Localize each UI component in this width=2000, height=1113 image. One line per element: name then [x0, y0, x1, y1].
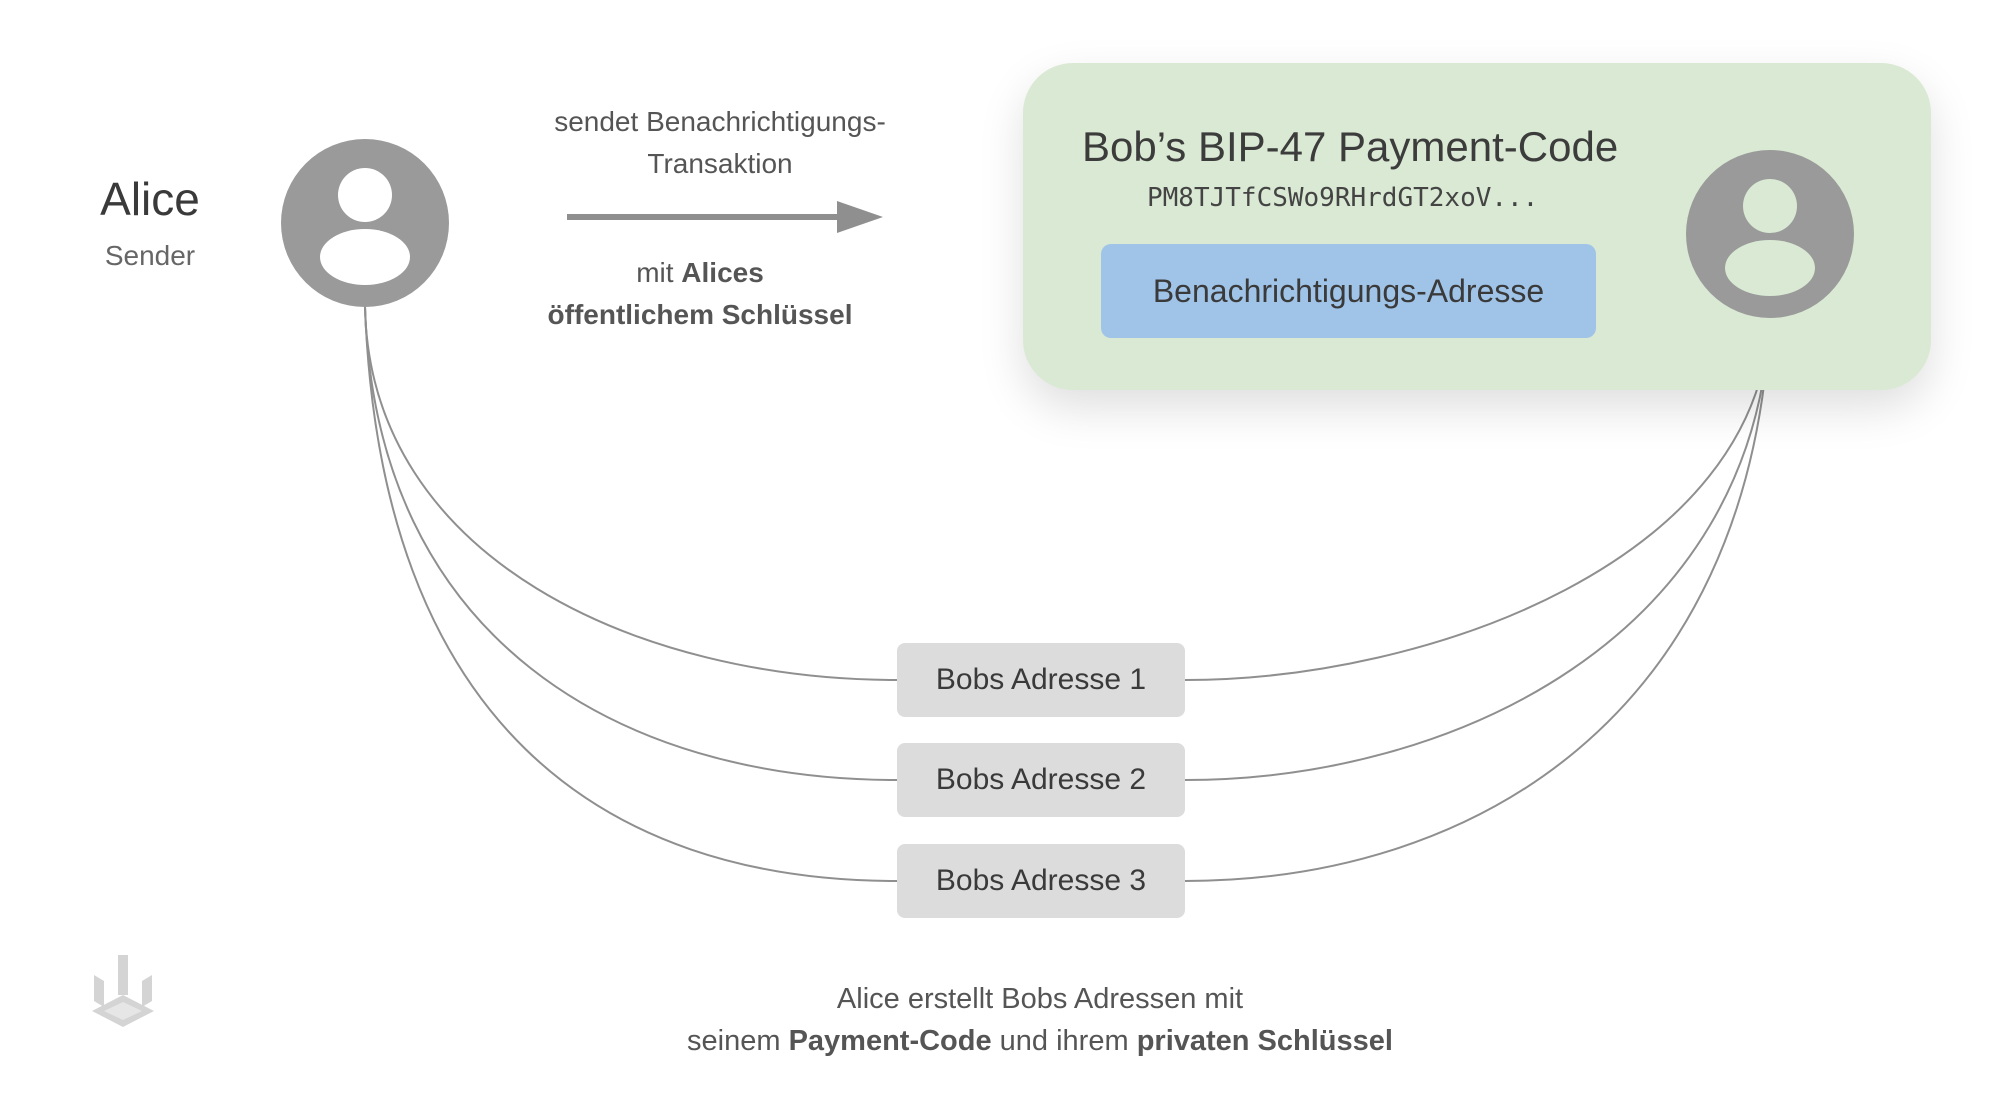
bob-address-1-label: Bobs Adresse 1: [935, 663, 1147, 696]
caption-private-key: privaten Schlüssel: [1136, 1025, 1393, 1057]
caption-seg2: und ihrem: [991, 1025, 1137, 1057]
bob-address-3: Bobs Adresse 3: [897, 844, 1185, 918]
caption-payment-code: Payment-Code: [788, 1025, 992, 1057]
payment-code-value: PM8TJTfCSWo9RHrdGT2xoV...: [1147, 183, 1539, 213]
bob-address-2-label: Bobs Adresse 2: [935, 763, 1147, 796]
public-key-owner: Alices: [681, 257, 764, 288]
alice-avatar-icon: [281, 139, 449, 307]
caption-line2: seinem Payment-Code und ihrem privaten S…: [540, 1020, 1540, 1062]
caption-line1: Alice erstellt Bobs Adressen mit: [836, 983, 1244, 1015]
logo-icon: [92, 955, 154, 1027]
bob-address-2: Bobs Adresse 2: [897, 743, 1185, 817]
payment-code-title: Bob’s BIP-47 Payment-Code: [1082, 123, 1619, 170]
arrow-right-icon: [567, 201, 883, 233]
notification-address-label: Benachrichtigungs-Adresse: [1152, 272, 1545, 309]
bob-avatar-icon: [1686, 150, 1854, 318]
notification-transaction-label: sendet Benachrichtigungs- Transaktion: [520, 101, 920, 185]
connector-alice-address-1: [364, 306, 898, 681]
connector-bob-address-1: [1184, 317, 1771, 681]
bob-address-3-label: Bobs Adresse 3: [935, 864, 1147, 897]
public-key-label: mit Alices öffentlichem Schlüssel: [500, 252, 900, 336]
connector-alice-address-2: [364, 306, 898, 781]
public-key-name: öffentlichem Schlüssel: [547, 299, 853, 330]
public-key-prefix: mit: [636, 257, 682, 288]
notification-transaction-line2: Transaktion: [647, 148, 793, 179]
notification-transaction-line1: sendet Benachrichtigungs-: [554, 106, 886, 137]
connector-bob-address-3: [1184, 317, 1771, 882]
alice-name: Alice: [100, 173, 200, 225]
alice-role: Sender: [104, 240, 196, 271]
notification-address-box: Benachrichtigungs-Adresse: [1101, 244, 1596, 338]
connector-bob-address-2: [1184, 317, 1771, 781]
bob-address-1: Bobs Adresse 1: [897, 643, 1185, 717]
caption-seg1: seinem: [687, 1025, 789, 1057]
diagram-caption: Alice erstellt Bobs Adressen mit seinem …: [540, 978, 1540, 1062]
connector-alice-address-3: [364, 306, 898, 882]
